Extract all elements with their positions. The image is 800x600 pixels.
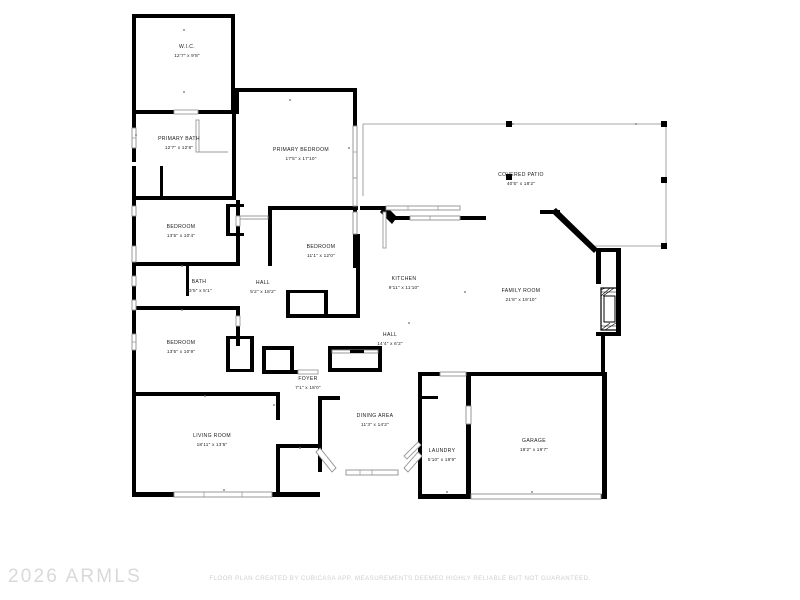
doors [173,109,422,460]
room-dimensions: 12'7" x 12'8" [165,145,193,150]
room-name: FOYER [298,376,317,382]
room-name: BEDROOM [167,224,196,230]
room-label-covered-patio: COVERED PATIO 40'5" x 18'2" [498,172,544,186]
room-label-garage: GARAGE 18'2" x 19'7" [520,438,548,452]
room-dimensions: 17'5" x 17'10" [285,156,316,161]
room-dimensions: 40'5" x 18'2" [507,181,535,186]
room-dimensions: 21'8" x 19'10" [505,297,536,302]
disclaimer-text: FLOOR PLAN CREATED BY CUBICASA APP. MEAS… [209,575,591,582]
room-label-primary-bedroom: PRIMARY BEDROOM 17'5" x 17'10" [273,147,329,161]
room-label-family-room: FAMILY ROOM 21'8" x 19'10" [502,288,541,302]
room-label-hall-2: HALL 14'4" x 6'2" [377,332,403,346]
exterior-walls [132,14,621,499]
room-name: W.I.C. [179,44,195,50]
room-name: PRIMARY BEDROOM [273,147,329,153]
room-name: BEDROOM [307,244,336,250]
room-label-laundry: LAUNDRY 5'10" x 19'9" [428,448,456,462]
room-name: GARAGE [522,438,546,444]
covered-patio-outline [362,121,667,249]
room-name: HALL [256,280,270,286]
room-dimensions: 18'11" x 13'5" [197,442,228,447]
room-label-dining-area: DINING AREA 11'3" x 14'2" [357,413,394,427]
fireplace [600,287,619,331]
room-labels: W.I.C. 12'7" x 9'8" PRIMARY BATH 12'7" x 12… [158,44,548,462]
room-name: KITCHEN [392,276,417,282]
room-dimensions: 5'2" x 18'2" [250,289,276,294]
room-label-living-room: LIVING ROOM 18'11" x 13'5" [193,433,231,447]
windows [131,125,602,500]
room-name: LIVING ROOM [193,433,231,439]
room-name: BATH [192,279,207,285]
room-name: COVERED PATIO [498,172,544,178]
room-name: PRIMARY BATH [158,136,200,142]
room-label-bedroom-4: BEDROOM 13'5" x 10'9" [167,340,196,354]
room-name: DINING AREA [357,413,394,419]
room-label-bedroom-3: BEDROOM 11'1" x 12'0" [307,244,336,258]
room-label-primary-bath: PRIMARY BATH 12'7" x 12'8" [158,136,200,150]
room-label-wic: W.I.C. 12'7" x 9'8" [174,44,200,58]
room-name: LAUNDRY [429,448,456,454]
measure-dots [135,29,637,493]
room-name: FAMILY ROOM [502,288,541,294]
room-dimensions: 13'5" x 10'4" [167,233,195,238]
room-name: BEDROOM [167,340,196,346]
room-dimensions: 18'2" x 19'7" [520,447,548,452]
room-dimensions: 11'1" x 12'0" [307,253,335,258]
room-dimensions: 9'11" x 11'10" [389,285,420,290]
room-label-kitchen: KITCHEN 9'11" x 11'10" [389,276,420,290]
room-label-bath: BATH 13'5" x 5'1" [186,279,212,293]
room-dimensions: 5'10" x 19'9" [428,457,456,462]
mls-watermark: 2026 ARMLS [8,566,142,587]
room-dimensions: 13'5" x 10'9" [167,349,195,354]
room-dimensions: 11'3" x 14'2" [361,422,389,427]
room-label-bedroom-2: BEDROOM 13'5" x 10'4" [167,224,196,238]
room-label-foyer: FOYER 7'1" x 18'0" [295,376,321,390]
room-dimensions: 12'7" x 9'8" [174,53,200,58]
room-dimensions: 7'1" x 18'0" [295,385,321,390]
room-name: HALL [383,332,397,338]
room-dimensions: 13'5" x 5'1" [186,288,212,293]
room-label-hall-1: HALL 5'2" x 18'2" [250,280,276,294]
room-dimensions: 14'4" x 6'2" [377,341,403,346]
